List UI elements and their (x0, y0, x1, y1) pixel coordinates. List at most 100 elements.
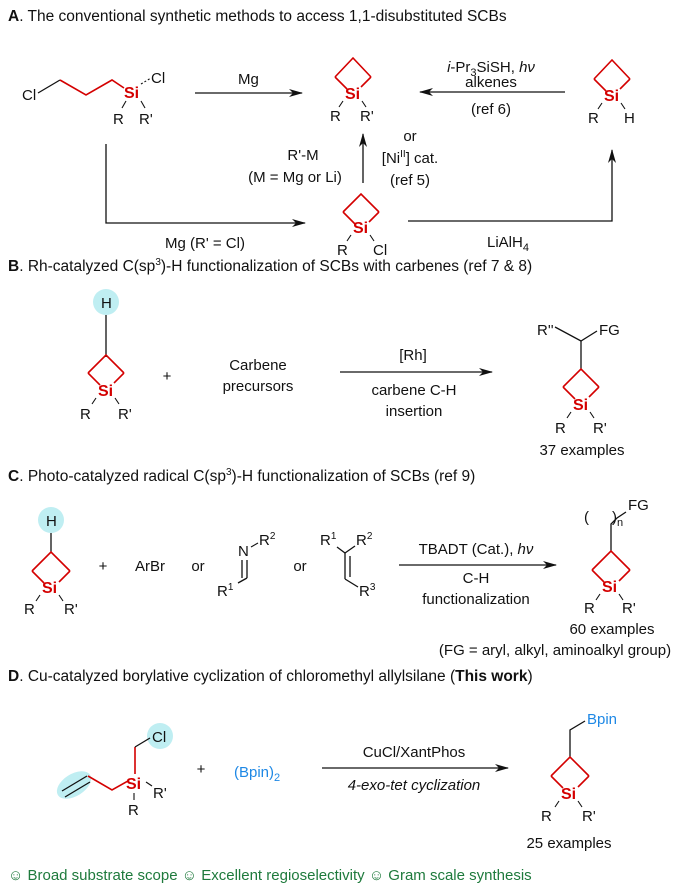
chlorosilacyclobutane: Si R Cl (337, 192, 387, 259)
example-count: 25 examples (526, 835, 611, 852)
atom-h: H (101, 295, 112, 312)
reagent-arbr: ArBr (135, 558, 165, 575)
condition-metal-note: (M = Mg or Li) (248, 169, 342, 186)
substituent-r1: R1 (217, 582, 234, 600)
substituent-r: R (584, 600, 595, 617)
reagent-carbene: Carbene (229, 357, 287, 374)
chain-n: )n (612, 509, 623, 529)
substituent-r-prime: R' (593, 420, 607, 437)
substituent-r: R (24, 601, 35, 618)
or-label: or (293, 558, 306, 575)
substituent-r-prime: R' (153, 785, 167, 802)
section-a-title: A. The conventional synthetic methods to… (8, 8, 507, 25)
substituent-r-prime: R' (360, 108, 374, 125)
section-d: D. Cu-catalyzed borylative cyclization o… (8, 668, 617, 884)
substituent-r-prime: R' (118, 406, 132, 423)
section-a: A. The conventional synthetic methods to… (8, 8, 635, 259)
substituent-r2: R2 (356, 531, 373, 549)
atom-cl: Cl (152, 729, 166, 746)
substituent-r: R (337, 242, 348, 259)
substituent-r: R (555, 420, 566, 437)
condition-ni-catalyst: [NiII] cat. (382, 149, 438, 167)
or-label: or (191, 558, 204, 575)
atom-si: Si (604, 88, 619, 105)
atom-si: Si (124, 85, 139, 102)
condition-or: or (403, 128, 416, 145)
paren-left: ( (584, 509, 589, 526)
reaction-arrow (105, 144, 306, 227)
atom-si: Si (561, 786, 576, 803)
condition-functionalization: functionalization (422, 591, 530, 608)
benefit-scope: ☺ Broad substrate scope (8, 867, 178, 884)
highlight-h (93, 289, 119, 315)
functional-group: FG (628, 497, 649, 514)
section-d-title: D. Cu-catalyzed borylative cyclization o… (8, 668, 533, 685)
condition-cyclization: 4-exo-tet cyclization (348, 777, 481, 794)
substituent-r-double-prime: R'' (537, 322, 554, 339)
atom-si: Si (126, 776, 141, 793)
fg-note: (FG = aryl, alkyl, aminoalkyl group) (439, 642, 671, 659)
substituent-r-prime: R' (139, 111, 153, 128)
reference-6: (ref 6) (471, 101, 511, 118)
atom-cl: Cl (373, 242, 387, 259)
condition-alkenes: alkenes (465, 74, 517, 91)
substituent-r: R (113, 111, 124, 128)
condition-lialh4: LiAlH4 (487, 234, 529, 254)
substituent-r: R (128, 802, 139, 819)
atom-si: Si (573, 397, 588, 414)
atom-cl: Cl (151, 70, 165, 87)
plus-sign: + (197, 761, 206, 778)
atom-h: H (624, 110, 635, 127)
atom-si: Si (602, 579, 617, 596)
chloromethyl-allylsilane: Si Cl R' R (56, 723, 173, 819)
condition-insertion-2: insertion (386, 403, 443, 420)
example-count: 37 examples (539, 442, 624, 459)
reagent-b2pin2: (Bpin)2 (234, 764, 280, 784)
substituent-r2: R2 (259, 531, 276, 549)
reaction-arrow (408, 149, 616, 222)
atom-cl: Cl (22, 87, 36, 104)
borylmethyl-scb: Bpin Si R R' 25 examples (526, 711, 617, 852)
boron-group: Bpin (587, 711, 617, 728)
condition-mg-rcl: Mg (R' = Cl) (165, 235, 245, 252)
reference-5: (ref 5) (390, 172, 430, 189)
scb-reactant-b: H Si R R' (80, 289, 132, 423)
substituent-r-prime: R' (622, 600, 636, 617)
substituent-r-prime: R' (64, 601, 78, 618)
condition-rh: [Rh] (399, 347, 427, 364)
plus-sign: + (163, 368, 172, 385)
silacyclobutane-product: Si R R' (330, 56, 374, 125)
condition-ref6-reagent: i-Pr3SiSH, hν (447, 59, 535, 79)
atom-si: Si (345, 86, 360, 103)
section-b: B. Rh-catalyzed C(sp3)-H functionalizati… (8, 257, 625, 459)
substituent-r: R (541, 808, 552, 825)
condition-mg: Mg (238, 71, 259, 88)
functionalized-scb-c: ( )n FG Si R R' 60 examples (569, 497, 654, 638)
substituent-r1: R1 (320, 531, 337, 549)
substituent-r: R (588, 110, 599, 127)
section-c-title: C. Photo-catalyzed radical C(sp3)-H func… (8, 467, 475, 485)
highlight-cl (147, 723, 173, 749)
example-count: 60 examples (569, 621, 654, 638)
benefits-line: ☺ Broad substrate scope ☺ Excellent regi… (8, 867, 532, 884)
benefit-gram-scale: ☺ Gram scale synthesis (369, 867, 532, 884)
atom-si: Si (42, 580, 57, 597)
functionalized-scb-b: R'' FG Si R R' 37 examples (537, 322, 625, 459)
highlight-alkene (56, 771, 92, 799)
atom-h: H (46, 513, 57, 530)
atom-n: N (238, 543, 249, 560)
reagent-precursors: precursors (223, 378, 294, 395)
plus-sign: + (99, 558, 108, 575)
condition-ch: C-H (463, 570, 490, 587)
section-b-title: B. Rh-catalyzed C(sp3)-H functionalizati… (8, 257, 532, 275)
atom-si: Si (98, 383, 113, 400)
imine-reagent: N R2 R1 (217, 531, 276, 600)
substituent-r: R (330, 108, 341, 125)
functional-group: FG (599, 322, 620, 339)
substituent-r: R (80, 406, 91, 423)
scb-reactant-c: H Si R R' (24, 507, 78, 618)
chloropropyl-silane: Cl Si Cl R R' (22, 70, 165, 128)
atom-si: Si (353, 220, 368, 237)
highlight-h (38, 507, 64, 533)
